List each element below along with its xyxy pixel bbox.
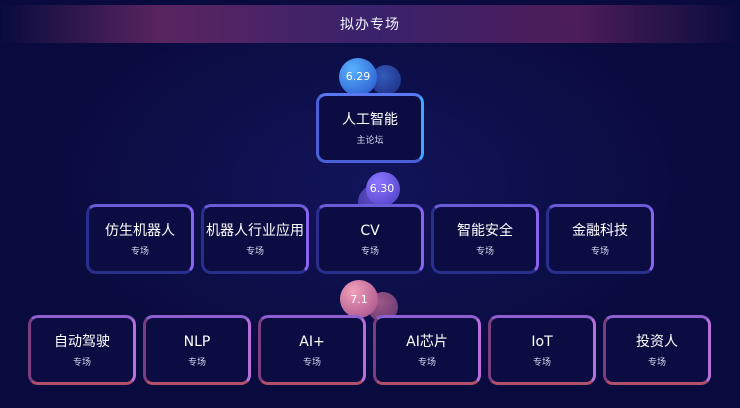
card-bionic-robot[interactable]: 仿生机器人 专场	[86, 204, 194, 274]
card-robot-industry[interactable]: 机器人行业应用 专场	[201, 204, 309, 274]
card-fintech[interactable]: 金融科技 专场	[546, 204, 654, 274]
card-subtitle: 专场	[302, 357, 321, 368]
card-ai-security[interactable]: 智能安全 专场	[431, 204, 539, 274]
page-title: 拟办专场	[340, 17, 400, 33]
header-banner: 拟办专场	[0, 5, 740, 43]
card-ai-chip[interactable]: AI芯片 专场	[373, 315, 481, 385]
card-main-forum[interactable]: 人工智能 主论坛	[316, 93, 424, 163]
card-subtitle: 专场	[130, 246, 149, 257]
card-title: IoT	[531, 333, 553, 350]
card-subtitle: 专场	[590, 246, 609, 257]
card-title: 人工智能	[342, 111, 398, 128]
card-subtitle: 专场	[532, 357, 551, 368]
card-title: 投资人	[636, 333, 678, 350]
card-title: AI芯片	[406, 333, 448, 350]
card-autonomous-driving[interactable]: 自动驾驶 专场	[28, 315, 136, 385]
card-title: CV	[360, 222, 380, 239]
card-subtitle: 专场	[245, 246, 264, 257]
card-subtitle: 专场	[647, 357, 666, 368]
card-title: 机器人行业应用	[206, 222, 304, 239]
card-title: NLP	[183, 333, 211, 350]
date-label: 7.1	[350, 293, 368, 306]
card-title: 金融科技	[572, 222, 628, 239]
card-title: 仿生机器人	[105, 222, 175, 239]
card-iot[interactable]: IoT 专场	[488, 315, 596, 385]
card-title: AI+	[299, 333, 325, 350]
date-label: 6.30	[369, 182, 395, 195]
card-subtitle: 专场	[417, 357, 436, 368]
card-title: 智能安全	[457, 222, 513, 239]
card-ai-plus[interactable]: AI+ 专场	[258, 315, 366, 385]
card-subtitle: 专场	[187, 357, 206, 368]
card-subtitle: 专场	[72, 357, 91, 368]
date-label: 6.29	[345, 70, 371, 83]
card-cv[interactable]: CV 专场	[316, 204, 424, 274]
card-investors[interactable]: 投资人 专场	[603, 315, 711, 385]
card-subtitle: 专场	[360, 246, 379, 257]
card-nlp[interactable]: NLP 专场	[143, 315, 251, 385]
card-subtitle: 主论坛	[356, 135, 384, 146]
card-subtitle: 专场	[475, 246, 494, 257]
card-title: 自动驾驶	[54, 333, 110, 350]
